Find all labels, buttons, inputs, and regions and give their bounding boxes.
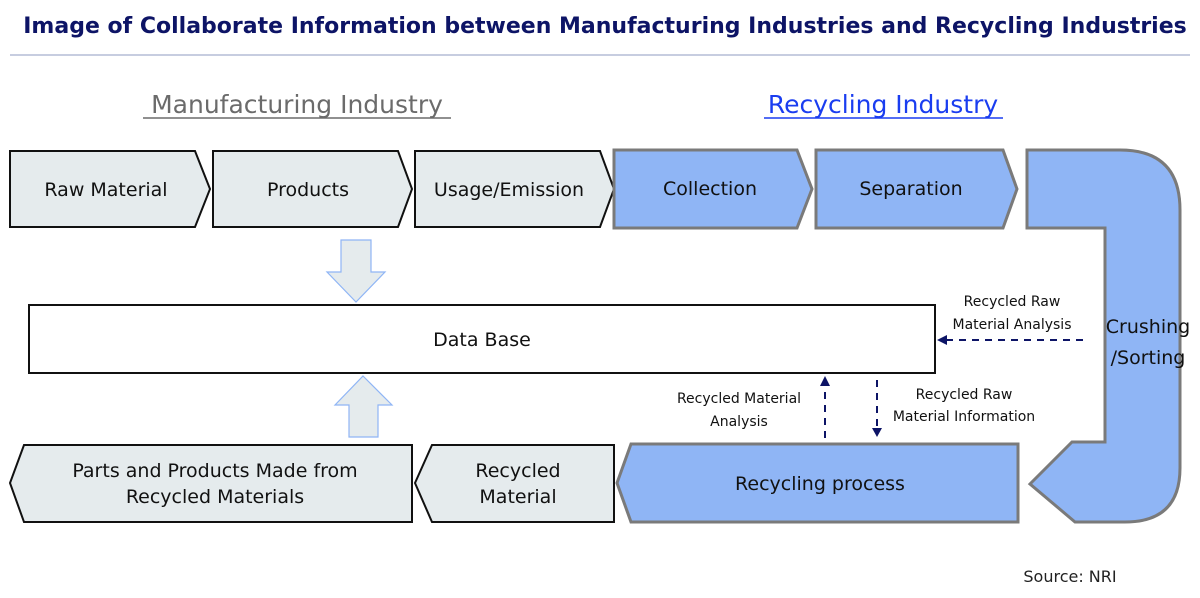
- step-label: /Sorting: [1111, 347, 1186, 369]
- arrowhead-left-icon: [937, 335, 947, 345]
- raw-information-label-1: Recycled Raw: [916, 387, 1013, 403]
- manufacturing-heading: Manufacturing Industry: [151, 90, 443, 119]
- raw-analysis-label-1: Recycled Raw: [964, 294, 1061, 310]
- step-separation: Separation: [814, 148, 1019, 230]
- step-products: Products: [212, 150, 414, 228]
- step-label: Recycled Materials: [126, 486, 304, 508]
- step-crushing-sorting: Crushing /Sorting: [1025, 148, 1190, 524]
- raw-information-label-2: Material Information: [893, 409, 1035, 425]
- step-raw-material: Raw Material: [9, 150, 212, 228]
- up-arrow-icon: [333, 375, 394, 438]
- step-label: Material: [479, 486, 556, 508]
- step-label: Recycling process: [735, 473, 905, 495]
- step-label: Parts and Products Made from: [72, 460, 357, 482]
- step-label: Products: [267, 179, 349, 201]
- step-parts-products: Parts and Products Made from Recycled Ma…: [8, 444, 413, 523]
- step-label: Recycled: [475, 460, 560, 482]
- step-recycled-material: Recycled Material: [413, 444, 615, 523]
- step-label: Crushing: [1106, 316, 1190, 338]
- database-label: Data Base: [433, 329, 531, 351]
- step-label: Collection: [663, 178, 757, 200]
- database-box: Data Base: [28, 304, 936, 374]
- diagram-title: Image of Collaborate Information between…: [23, 14, 1187, 39]
- arrowhead-up-icon: [820, 376, 830, 386]
- raw-analysis-label-2: Material Analysis: [952, 317, 1071, 333]
- material-analysis-label-2: Analysis: [710, 414, 768, 430]
- step-label: Usage/Emission: [434, 179, 584, 201]
- down-arrow-icon: [325, 239, 387, 303]
- step-usage-emission: Usage/Emission: [414, 150, 616, 228]
- step-label: Separation: [859, 178, 962, 200]
- arrowhead-down-icon: [872, 428, 882, 437]
- material-analysis-label-1: Recycled Material: [677, 391, 801, 407]
- step-collection: Collection: [612, 148, 814, 230]
- source-note: Source: NRI: [1023, 567, 1116, 586]
- step-recycling-process: Recycling process: [615, 442, 1020, 524]
- step-label: Raw Material: [44, 179, 167, 201]
- recycling-heading: Recycling Industry: [768, 90, 999, 119]
